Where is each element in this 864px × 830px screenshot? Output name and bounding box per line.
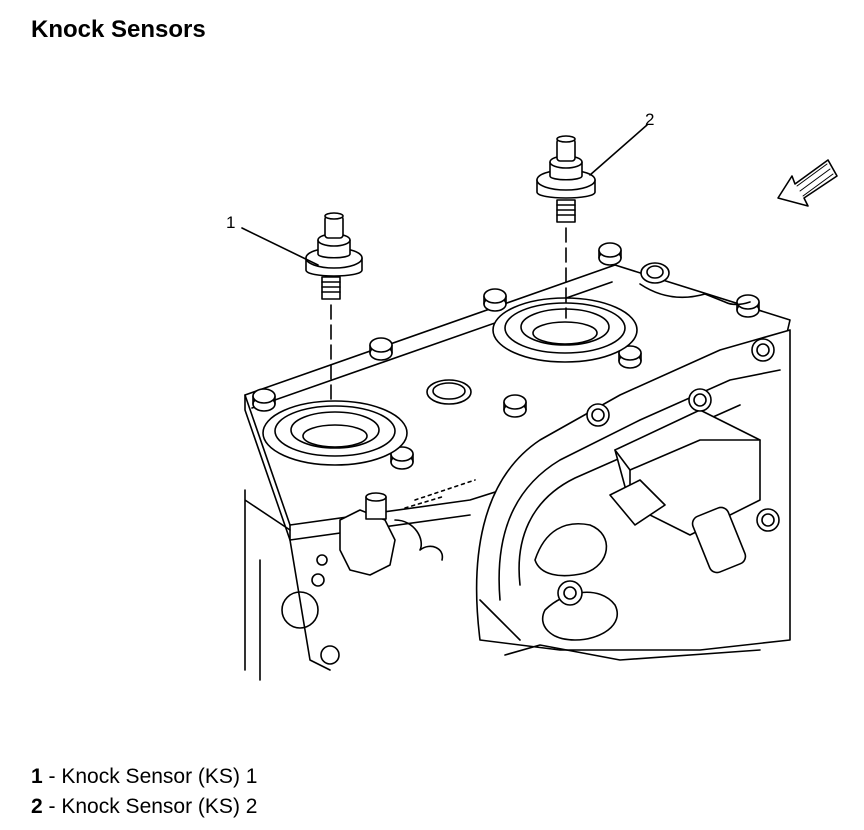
page-title: Knock Sensors xyxy=(31,16,206,43)
leader-line-1 xyxy=(241,227,319,266)
sensor-bore-1 xyxy=(262,400,408,466)
leader-line-2 xyxy=(589,124,648,176)
engine-block xyxy=(244,479,761,681)
drain-plug xyxy=(426,379,472,405)
legend-item-2: 2 - Knock Sensor (KS) 2 xyxy=(31,792,257,822)
coolant-port xyxy=(639,262,751,306)
manifold-bolts xyxy=(557,338,780,606)
legend-label: Knock Sensor (KS) 1 xyxy=(61,765,258,788)
legend-number: 2 xyxy=(31,795,43,818)
cover-bolts xyxy=(252,242,760,470)
knock-sensor-1 xyxy=(305,212,363,406)
ignition-module xyxy=(609,409,761,574)
direction-arrow-icon xyxy=(777,159,838,207)
knock-sensor-2 xyxy=(536,135,596,319)
legend-label: Knock Sensor (KS) 2 xyxy=(61,795,258,818)
legend-number: 1 xyxy=(31,765,43,788)
legend: 1 - Knock Sensor (KS) 1 2 - Knock Sensor… xyxy=(31,762,257,822)
sensor-bore-2 xyxy=(492,297,638,363)
callout-1: 1 xyxy=(226,213,235,232)
callout-2: 2 xyxy=(645,110,654,129)
legend-item-1: 1 - Knock Sensor (KS) 1 xyxy=(31,762,257,792)
legend-separator: - xyxy=(42,795,62,818)
legend-separator: - xyxy=(42,765,62,788)
